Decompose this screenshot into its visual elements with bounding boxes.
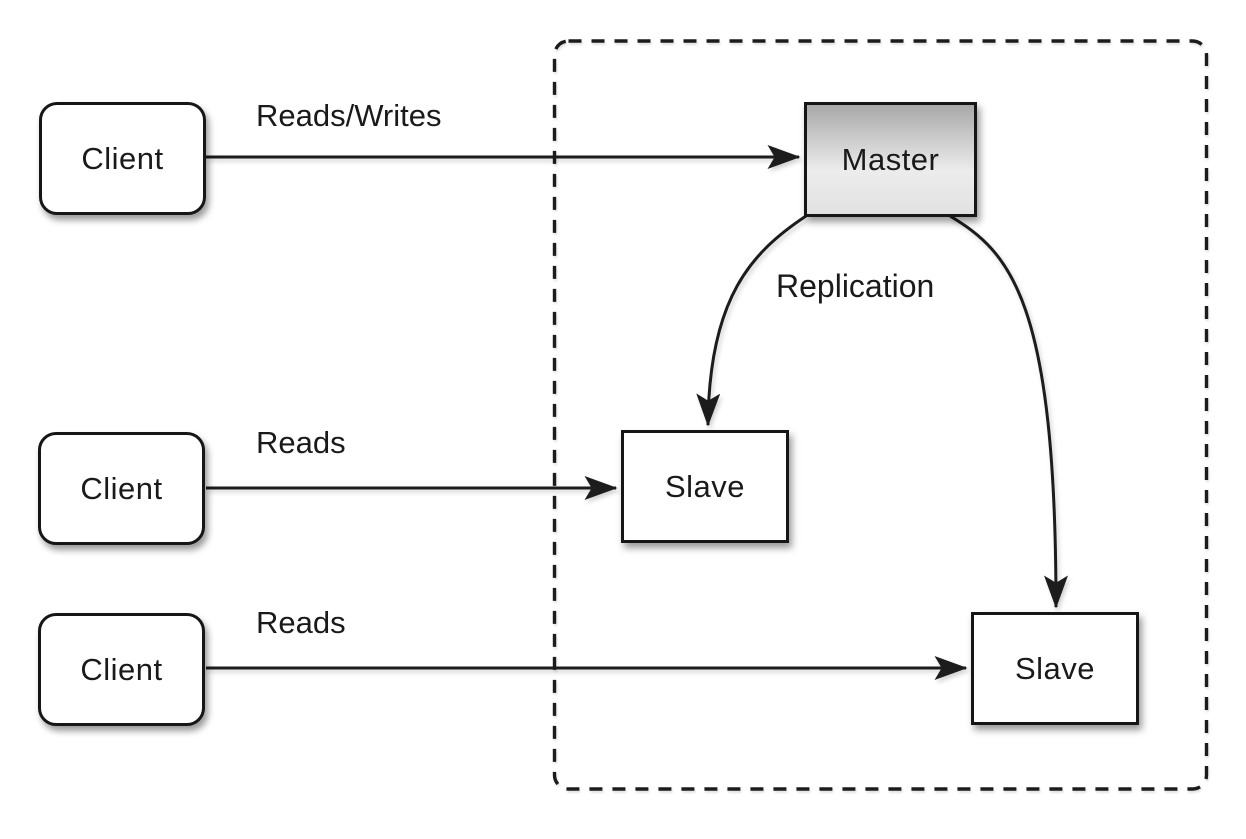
slave-node-2: Slave — [971, 612, 1139, 725]
master-node: Master — [804, 102, 977, 217]
edge-label-reads-writes: Reads/Writes — [256, 98, 442, 133]
client-node-3: Client — [38, 613, 205, 726]
edge-label-reads-1: Reads — [256, 425, 346, 460]
client-node-3-label: Client — [80, 651, 163, 687]
server-group-boundary — [552, 39, 1209, 791]
master-node-label: Master — [841, 141, 940, 177]
arrow-master-to-slave2 — [949, 214, 1068, 609]
arrow-master-to-slave1 — [696, 214, 807, 427]
client-node-2: Client — [38, 432, 205, 545]
slave-node-2-label: Slave — [1014, 650, 1096, 686]
edge-label-reads-2: Reads — [256, 605, 346, 640]
client-node-1: Client — [39, 102, 206, 215]
client-node-2-label: Client — [80, 470, 163, 506]
slave-node-1-label: Slave — [664, 468, 746, 504]
client-node-1-label: Client — [81, 140, 164, 176]
edge-label-replication: Replication — [776, 268, 935, 304]
slave-node-1: Slave — [621, 430, 789, 543]
